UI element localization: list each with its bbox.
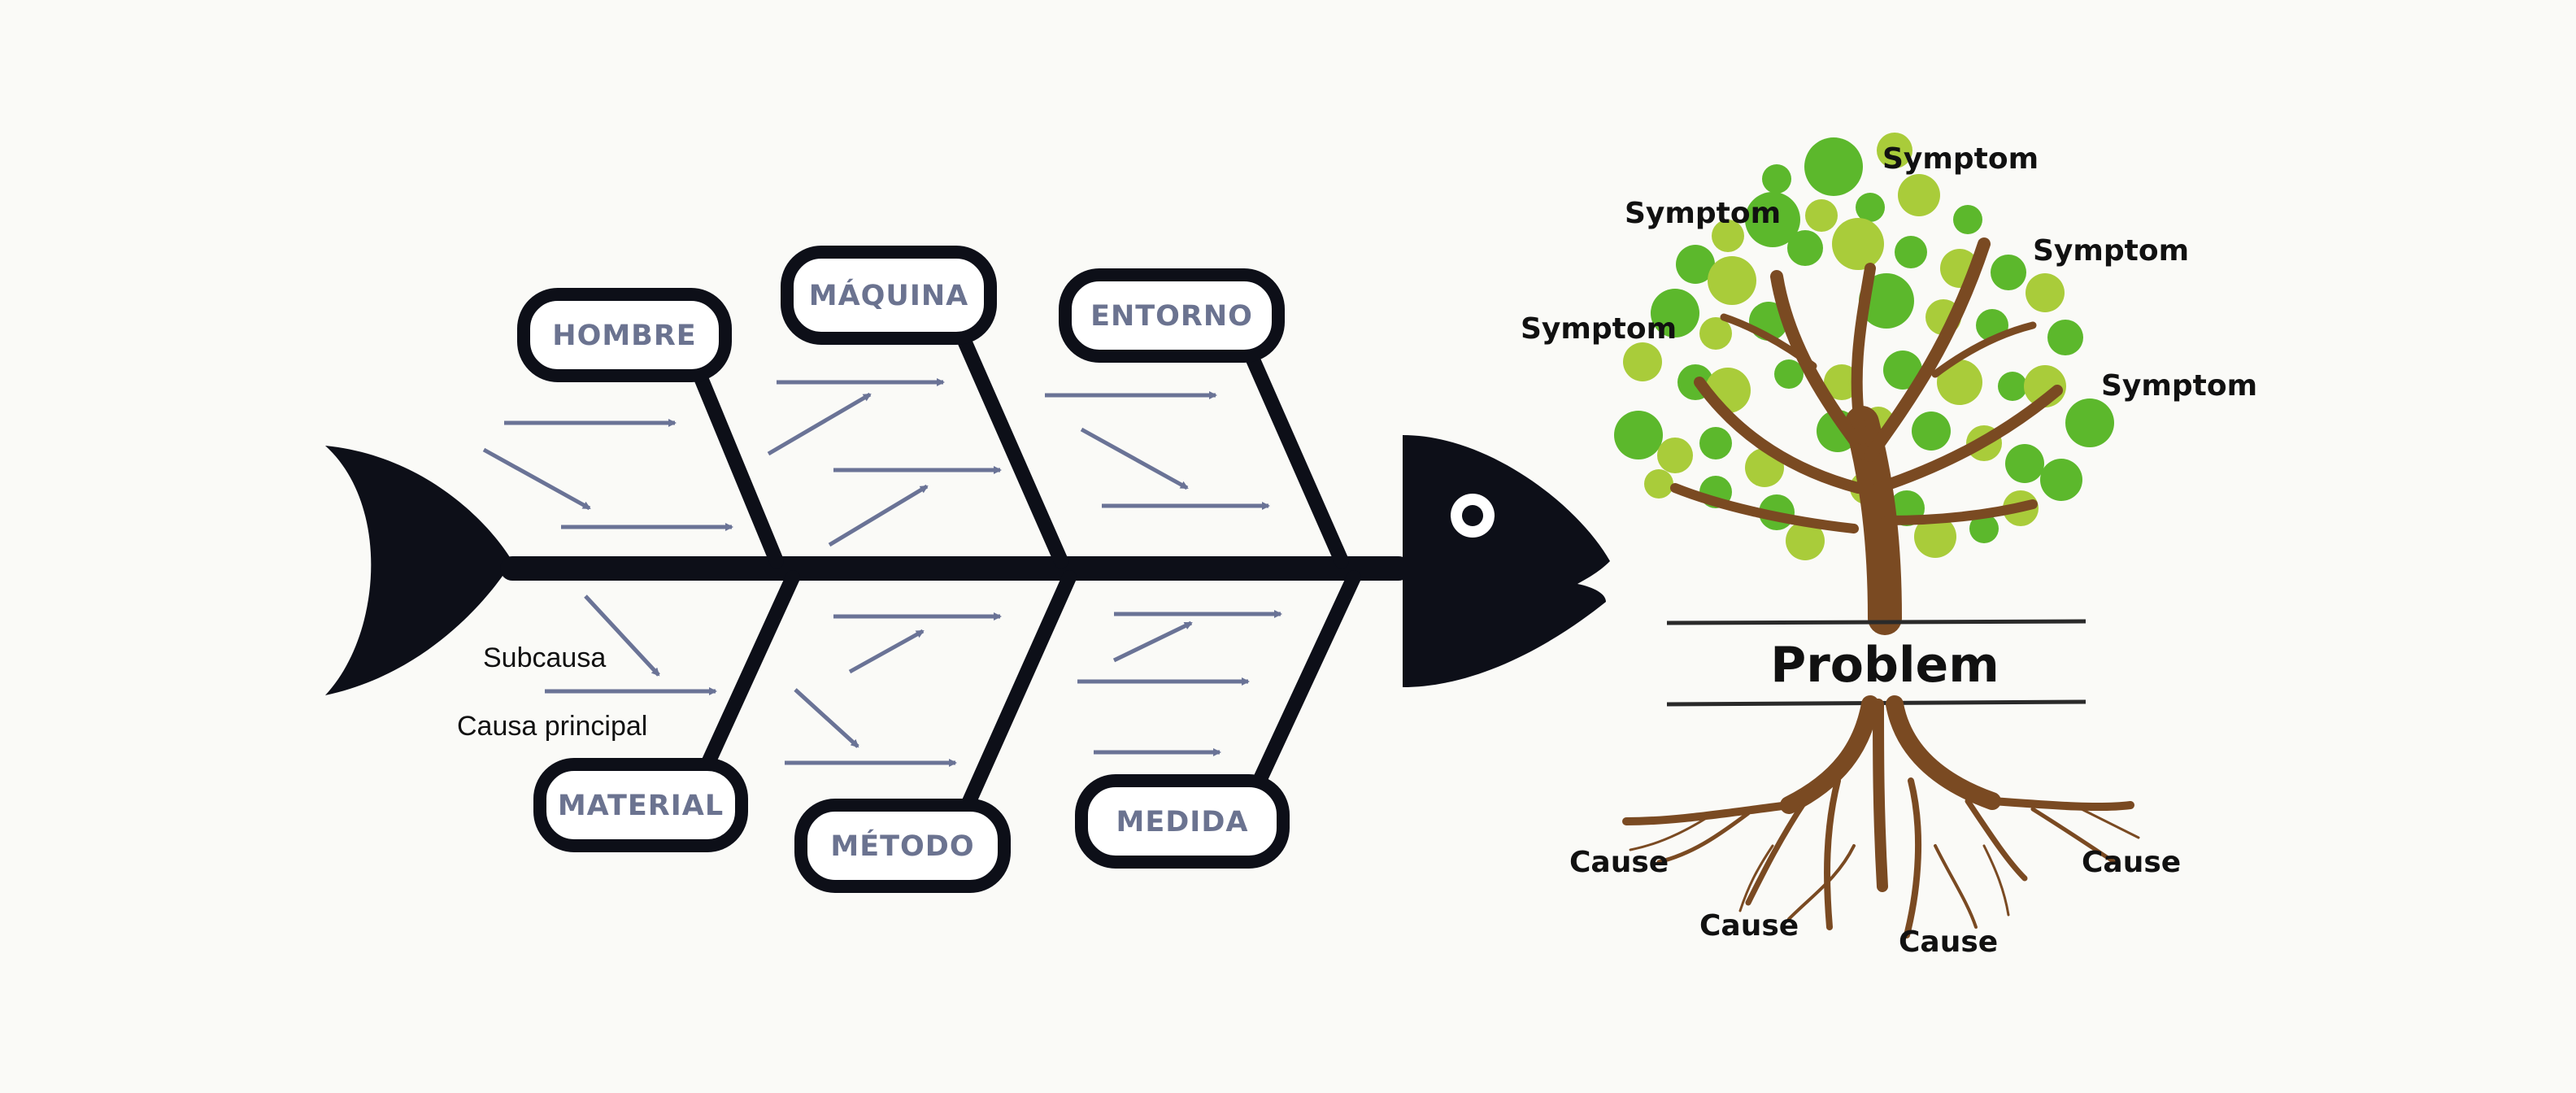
tree-roots	[1622, 695, 2140, 938]
fish-tail	[325, 446, 512, 695]
category-hombre: HOMBRE	[552, 320, 696, 352]
arrow	[482, 447, 591, 511]
arrow	[794, 688, 859, 748]
arrow	[767, 392, 872, 456]
arrow	[584, 594, 660, 677]
label-subcausa: Subcausa	[483, 642, 606, 673]
category-metodo: MÉTODO	[830, 829, 974, 863]
arrow	[1080, 427, 1189, 490]
bone-hombre	[690, 363, 784, 568]
cause-label: Cause	[2082, 846, 2181, 879]
symptom-label: Symptom	[1521, 312, 1677, 346]
symptom-label: Symptom	[2033, 234, 2189, 268]
symptom-label: Symptom	[1625, 197, 1781, 230]
category-maquina: MÁQUINA	[809, 278, 969, 312]
fish-spine	[500, 556, 1411, 581]
sub-cause-arrows	[482, 378, 1282, 767]
category-entorno: ENTORNO	[1090, 300, 1253, 333]
symptom-label: Symptom	[2101, 369, 2257, 403]
arrow	[848, 629, 925, 674]
bone-material	[700, 570, 800, 772]
cause-label: Cause	[1899, 925, 1998, 959]
bone-medida	[1241, 570, 1361, 812]
category-material: MATERIAL	[558, 790, 724, 822]
arrow	[828, 484, 929, 547]
category-medida: MEDIDA	[1116, 806, 1249, 838]
fishbone-diagram: HOMBRE MÁQUINA ENTORNO MATERIAL MÉTODO M…	[325, 246, 1610, 893]
problem-label: Problem	[1770, 637, 1999, 694]
label-causa-principal: Causa principal	[457, 711, 647, 742]
bone-entorno	[1245, 351, 1349, 568]
bone-maquina	[954, 326, 1068, 568]
symptom-label: Symptom	[1882, 142, 2039, 176]
fish-head	[1403, 435, 1610, 687]
cause-label: Cause	[1569, 846, 1669, 879]
arrow	[1112, 621, 1193, 663]
cause-label: Cause	[1699, 909, 1799, 943]
tree-trunk	[1670, 237, 2063, 635]
problem-tree: Problem Symptom Symptom Symptom Symptom	[1521, 133, 2257, 959]
bone-metodo	[960, 570, 1077, 812]
